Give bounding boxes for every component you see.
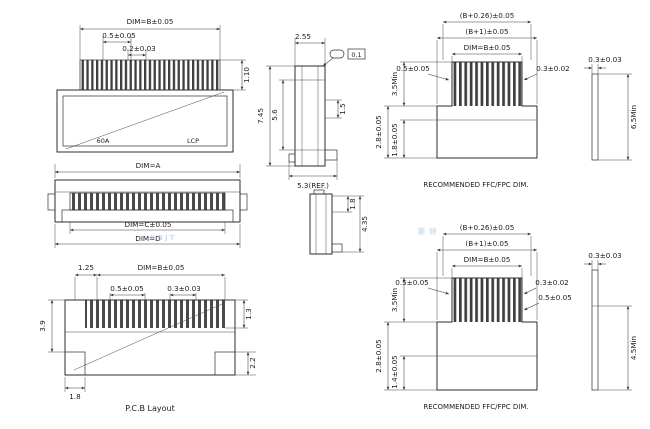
front-view: DIM=B±0.05 0.5±0.05 0.2±0.03 60A LCP 1.1… <box>56 17 251 153</box>
pcb-pad-length-label: 1.3 <box>244 308 253 319</box>
assembly-dim-d-label: DIM=D <box>135 234 161 243</box>
side-view: 2.55 0.1 7.45 5.6 1.5 5.3(REF.) <box>256 32 366 190</box>
side2-body <box>309 193 333 255</box>
ffc-top-pitch-label: 0.5±0.05 <box>396 64 429 73</box>
side-height-inner-label: 5.6 <box>270 109 279 121</box>
ffc-bot-thickness-label: 0.3±0.03 <box>588 251 621 260</box>
ffc-finger-comb <box>452 62 522 106</box>
side2-foot <box>331 243 343 253</box>
side-latch-label: 1.5 <box>338 103 347 114</box>
watermark-cjk: 斯特 <box>418 227 440 236</box>
front-pin-height-label: 1.10 <box>242 67 251 83</box>
anchor-pad-left <box>64 351 86 376</box>
side-view-2: 1.8 4.35 <box>309 189 369 255</box>
watermark: KBJT 斯特 <box>150 227 440 242</box>
ffc-bottom-caption: RECOMMENDED FFC/FPC DIM. <box>423 403 528 411</box>
ffc-top-dim-b-label: DIM=B±0.05 <box>464 43 511 52</box>
pin-comb <box>80 60 220 90</box>
ffc-bot-pitch-label: 0.5±0.05 <box>395 278 428 287</box>
pcb-anchor-width-label: 1.8 <box>69 392 81 401</box>
pcb-caption: P.C.B Layout <box>125 404 174 413</box>
material-60a-label: 60A <box>97 137 110 145</box>
side-width-label: 2.55 <box>295 32 311 41</box>
pad-comb <box>85 300 225 328</box>
material-lcp-label: LCP <box>187 137 199 145</box>
front-dim-width-label: DIM=B±0.05 <box>127 17 174 26</box>
assembly-dim-a-label: DIM=A <box>136 161 161 170</box>
ffc-top-finger-width-label: 0.3±0.02 <box>536 64 569 73</box>
ffc-top-view: (B+0.26)±0.05 (B+1)±0.05 DIM=B±0.05 0.5±… <box>374 11 638 189</box>
pcb-dim-width-label: DIM=B±0.05 <box>138 263 185 272</box>
actuator-pill <box>329 49 345 59</box>
contact-comb <box>70 193 225 210</box>
connector-body <box>56 89 234 153</box>
ffc-top-thickness-label: 0.3±0.03 <box>588 55 621 64</box>
pcb-offset-label: 1.25 <box>78 263 94 272</box>
assembly-dim-c-label: DIM=C±0.05 <box>125 220 172 229</box>
ffc-top-caption: RECOMMENDED FFC/FPC DIM. <box>423 181 528 189</box>
ffc-bot-edge-label: 0.5±0.05 <box>538 293 571 302</box>
side-depth-ref-label: 5.3(REF.) <box>297 181 329 190</box>
ffc-bottom-view: (B+0.26)±0.05 (B+1)±0.05 DIM=B±0.05 0.5±… <box>374 223 638 411</box>
pcb-pad-width-label: 0.3±0.03 <box>167 284 200 293</box>
anchor-pad-right <box>214 351 236 376</box>
pcb-outline <box>64 299 236 376</box>
side-body <box>294 65 326 167</box>
latch-right <box>239 193 248 211</box>
latch-left <box>47 193 56 211</box>
ffc-body <box>436 61 538 159</box>
pcb-view: 1.25 DIM=B±0.05 0.5±0.05 0.3±0.03 3.9 1.… <box>38 263 257 413</box>
ffc-bot-exposed-min-label: 3.5Min <box>390 288 399 312</box>
ffc-bot-length-min-label: 4.5Min <box>629 336 638 360</box>
ffc-top-length-min-label: 6.5Min <box>629 105 638 129</box>
ffc-top-stiffener-label: 2.8±0.05 <box>374 115 383 148</box>
ffc-finger-comb-2 <box>452 278 522 322</box>
side-foot <box>324 149 338 161</box>
flatness-frame <box>347 48 366 60</box>
pcb-anchor-height-label: 2.2 <box>248 357 257 368</box>
side-height-total-label: 7.45 <box>256 108 265 124</box>
ffc-top-dim-b1-label: (B+1)±0.05 <box>465 27 508 36</box>
ffc-bot-dim-b026-label: (B+0.26)±0.05 <box>460 223 515 232</box>
assembly-view: DIM=A DIM=C±0.05 DIM=D <box>47 161 248 248</box>
ffc-body-2 <box>436 277 538 391</box>
ffc-bot-dim-b1-label: (B+1)±0.05 <box>465 239 508 248</box>
ffc-top-dim-b026-label: (B+0.26)±0.05 <box>460 11 515 20</box>
ffc-top-exposed-min-label: 3.5Min <box>390 72 399 96</box>
pcb-depth-label: 3.9 <box>38 320 47 332</box>
pcb-pitch-label: 0.5±0.05 <box>110 284 143 293</box>
watermark-latin: KBJT <box>150 233 177 242</box>
ffc-bot-dim-b-label: DIM=B±0.05 <box>464 255 511 264</box>
side2-top-label: 1.8 <box>348 198 357 210</box>
ffc-edge-strip-2 <box>591 269 599 391</box>
ffc-bot-stiffener-label: 2.8±0.05 <box>374 339 383 372</box>
ffc-top-tail-label: 1.8±0.05 <box>390 123 399 156</box>
ffc-bot-tail-label: 1.4±0.05 <box>390 355 399 388</box>
side2-height-label: 4.35 <box>360 216 369 232</box>
flatness-value-label: 0.1 <box>351 51 361 59</box>
front-pin-width-label: 0.2±0.03 <box>122 44 155 53</box>
ffc-edge-strip <box>591 73 599 161</box>
front-pitch-label: 0.5±0.05 <box>102 31 135 40</box>
ffc-bot-finger-width-label: 0.3±0.02 <box>535 278 568 287</box>
